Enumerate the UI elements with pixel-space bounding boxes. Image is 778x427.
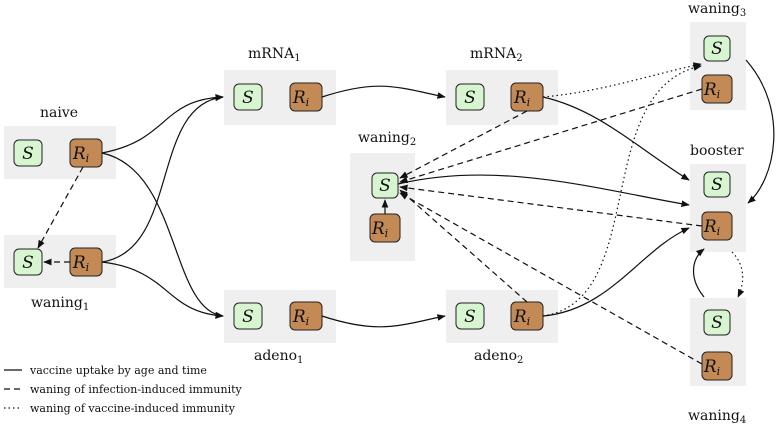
arrow-naive-r-to-waning1-s [37,166,84,249]
label-adeno1: adeno1 [254,348,303,366]
svg-text:Ri: Ri [513,307,530,328]
svg-text:S: S [22,144,34,164]
arrow-naive-to-mrna1 [101,94,224,154]
svg-text:Ri: Ri [703,80,720,101]
mrna2-s-box: S [455,83,485,111]
svg-text:Ri: Ri [292,307,309,328]
booster-s-box: S [703,171,731,198]
arrow-mrna2-to-booster [542,96,690,181]
label-booster: booster [690,143,744,159]
svg-text:Ri: Ri [703,357,720,378]
arrow-adeno2-to-booster [542,227,690,317]
mrna1-r-box: Ri [289,82,323,112]
naive-r-box: Ri [69,138,103,168]
svg-text:S: S [711,39,723,59]
booster-r-box: Ri [701,211,733,241]
mrna2-r-box: Ri [510,82,544,112]
arrow-booster-r-to-waning2 [399,184,703,227]
svg-text:Ri: Ri [292,88,309,109]
arrow-mrna2-to-waning3 [542,62,702,98]
label-mrna2: mRNA2 [470,46,523,64]
label-waning3: waning3 [688,1,746,19]
adeno1-s-box: S [233,302,263,330]
waning1-r-box: Ri [69,247,103,277]
label-adeno2: adeno2 [474,348,523,366]
svg-text:Ri: Ri [72,253,89,274]
arrow-naive-to-adeno1 [101,152,224,319]
arrow-waning2-to-booster [397,174,690,208]
svg-text:S: S [242,88,254,108]
adeno1-r-box: Ri [289,301,323,331]
arrow-booster-to-waning4 [731,251,745,298]
arrow-adeno1-to-adeno2 [321,314,446,328]
waning1-s-box: S [13,248,43,276]
svg-text:Ri: Ri [371,219,388,240]
waning4-r-box: Ri [701,351,733,381]
svg-text:Ri: Ri [703,217,720,238]
arrow-waning1-to-mrna1 [101,94,224,263]
waning2-s-box: S [371,172,399,199]
adeno2-r-box: Ri [510,301,544,331]
arrow-waning4-r-to-waning2 [399,192,703,365]
naive-s-box: S [13,139,43,167]
label-naive: naive [40,105,78,121]
waning3-s-box: S [703,35,731,62]
arrow-waning3-to-booster [745,59,775,204]
label-waning1: waning1 [31,295,89,313]
svg-text:S: S [242,307,254,327]
waning3-r-box: Ri [701,74,733,104]
svg-text:S: S [711,175,723,195]
svg-text:S: S [379,176,391,196]
arrow-waning1-to-adeno1 [101,261,224,319]
waning2-r-box: Ri [369,213,401,243]
svg-text:S: S [464,307,476,327]
arrow-mrna1-to-mrna2 [321,85,446,99]
legend-dashed-text: waning of infection-induced immunity [30,383,243,396]
waning4-s-box: S [703,309,731,336]
arrow-adeno2-r-to-waning2 [399,189,528,303]
label-waning2: waning2 [358,130,416,148]
legend-solid-text: vaccine uptake by age and time [29,364,207,377]
adeno2-s-box: S [455,302,485,330]
svg-text:Ri: Ri [72,144,89,165]
arrow-waning3-r-to-waning2 [399,88,703,183]
arrow-mrna2-r-to-waning2 [399,110,528,179]
label-waning4: waning4 [688,408,746,426]
legend-dotted-text: waning of vaccine-induced immunity [30,402,236,415]
panel-waning2 [350,153,415,261]
svg-text:S: S [22,253,34,273]
mrna1-s-box: S [233,83,263,111]
label-mrna1: mRNA1 [248,46,301,64]
arrow-waning4-to-booster [692,248,705,298]
svg-text:Ri: Ri [513,88,530,109]
svg-text:S: S [464,88,476,108]
svg-text:S: S [711,313,723,333]
